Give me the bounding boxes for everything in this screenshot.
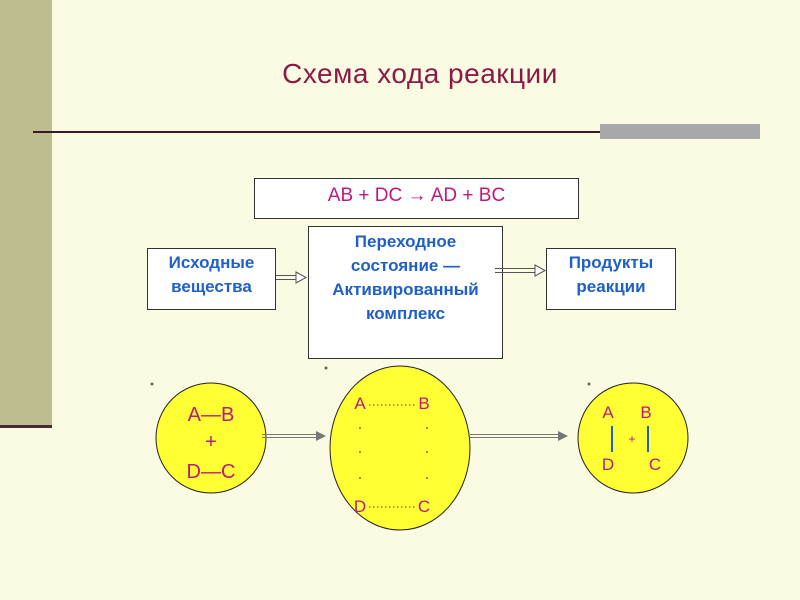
decor-dot — [587, 382, 591, 386]
decor-dot — [324, 366, 328, 370]
left-decor-band — [0, 0, 52, 428]
products-line-1: Продукты — [568, 253, 654, 272]
complex-d: D — [354, 497, 366, 516]
complex-ellipse — [329, 365, 471, 531]
product-c: C — [649, 455, 661, 474]
title-rule-accent — [600, 124, 760, 139]
complex-dotted-bonds — [359, 404, 428, 508]
reactant-plus: + — [205, 431, 217, 453]
complex-c: C — [418, 497, 430, 516]
products-circle — [577, 382, 689, 494]
product-b: B — [640, 403, 651, 422]
reactants-line-1: Исходные — [168, 253, 255, 272]
box-arrow-1 — [276, 271, 308, 284]
transition-line-2: состояние — — [350, 256, 461, 275]
product-d: D — [602, 455, 614, 474]
transition-line-4: комплекс — [365, 304, 446, 323]
reactant-ab: A—B — [188, 404, 235, 426]
slide-title: Схема хода реакции — [282, 58, 558, 89]
circle-arrow-2 — [470, 431, 568, 441]
decor-dot — [150, 382, 154, 386]
transition-line-1: Переходное — [354, 232, 457, 251]
product-plus: + — [628, 432, 635, 446]
complex-b: B — [418, 394, 429, 413]
product-a: A — [602, 403, 614, 422]
transition-line-3: Активированный — [332, 280, 479, 299]
left-decor-line — [0, 425, 52, 428]
complex-a: A — [354, 394, 366, 413]
reactants-line-2: вещества — [171, 277, 252, 296]
box-arrow-2 — [495, 264, 547, 277]
reactant-dc: D—C — [187, 461, 236, 483]
products-line-2: реакции — [576, 277, 646, 296]
transition-state-box: Переходное состояние — Активированный ко… — [308, 226, 503, 359]
title-rule — [33, 131, 760, 133]
products-box: Продукты реакции — [546, 248, 676, 310]
circle-arrow-1 — [262, 431, 326, 441]
reaction-equation-box: AB + DC → AD + BC — [254, 178, 579, 219]
reactants-box: Исходные вещества — [147, 248, 276, 310]
